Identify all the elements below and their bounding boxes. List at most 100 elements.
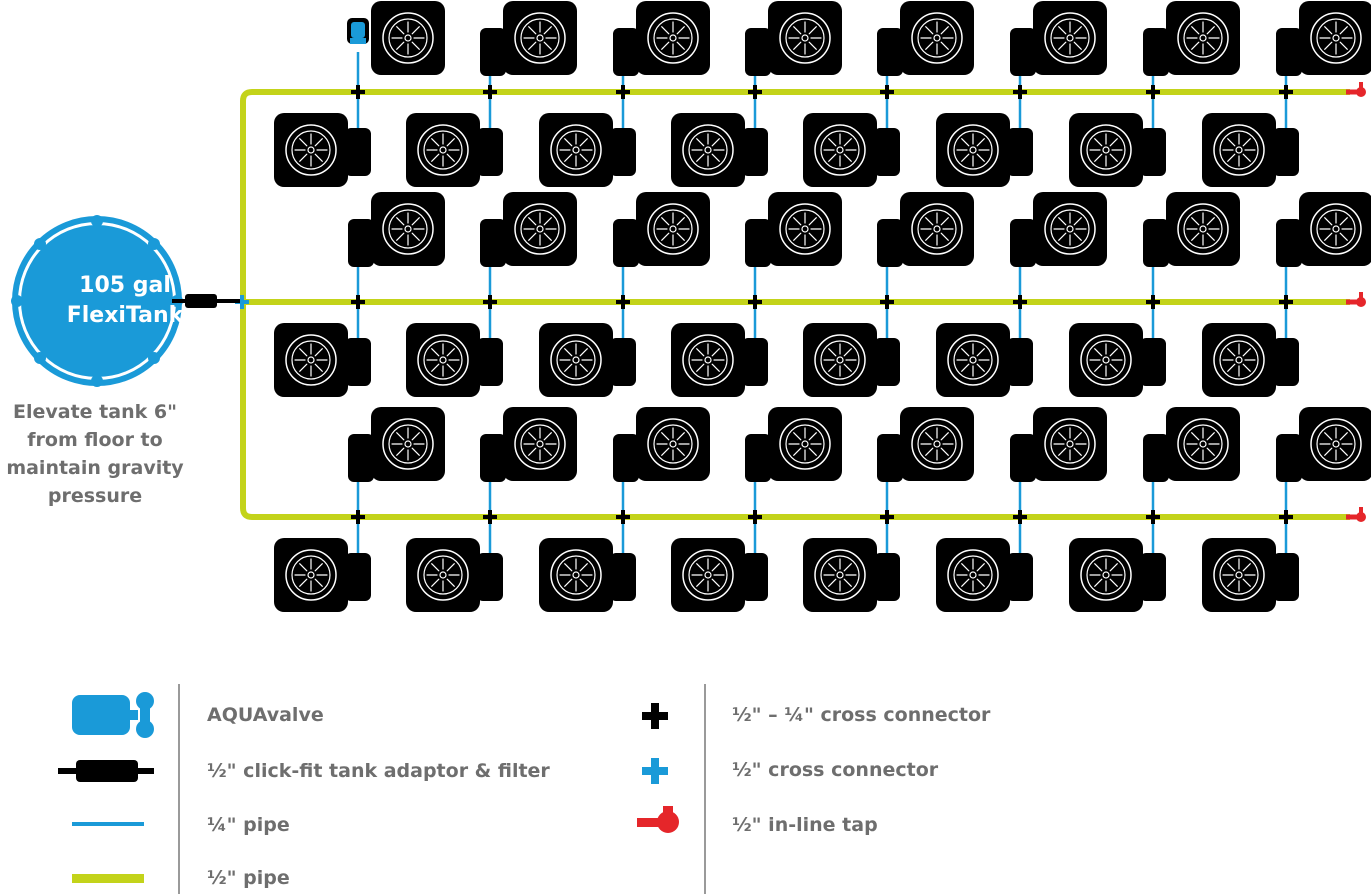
- pot-icon: [635, 191, 711, 267]
- pot: [1010, 406, 1108, 482]
- pot-drain: [745, 219, 771, 267]
- pot-icon: [767, 0, 843, 76]
- tank-name-label: FlexiTank: [66, 303, 184, 328]
- pot: [348, 191, 446, 267]
- pot-icon: [802, 537, 878, 613]
- pot-icon: [1165, 191, 1241, 267]
- legend-aquavalve-label: AQUAvalve: [207, 704, 324, 726]
- pot-icon: [370, 191, 446, 267]
- pot-icon: [502, 191, 578, 267]
- legend-divider: [704, 684, 706, 894]
- pot-drain: [742, 128, 768, 176]
- pot-drain: [1140, 553, 1166, 601]
- pot: [935, 112, 1033, 188]
- pot-icon: [767, 191, 843, 267]
- pot: [1276, 0, 1371, 76]
- pot: [613, 191, 711, 267]
- cross-connector-icon: [483, 510, 497, 524]
- cross-connector-icon: [1279, 85, 1293, 99]
- pot-icon: [1068, 112, 1144, 188]
- pot-grid: [273, 0, 1371, 613]
- pot-icon: [670, 537, 746, 613]
- pot-icon: [670, 112, 746, 188]
- pot-drain: [1007, 128, 1033, 176]
- pot: [877, 0, 975, 76]
- pot-icon: [370, 406, 446, 482]
- pot-drain: [610, 553, 636, 601]
- pot-icon: [502, 0, 578, 76]
- pot: [1143, 0, 1241, 76]
- pot: [370, 0, 446, 76]
- pot: [745, 0, 843, 76]
- pot: [802, 112, 900, 188]
- pot: [877, 406, 975, 482]
- cross-connector-black-icon: [642, 703, 668, 729]
- pot-icon: [1165, 406, 1241, 482]
- pot-drain: [1273, 128, 1299, 176]
- pot-icon: [538, 112, 614, 188]
- pot: [538, 322, 636, 398]
- quarter-pipe-icon: [72, 822, 144, 826]
- pot: [935, 537, 1033, 613]
- pot-drain: [874, 338, 900, 386]
- pot-drain: [1010, 28, 1036, 76]
- tank-adaptor-icon: [172, 294, 240, 308]
- pot: [745, 406, 843, 482]
- pot-icon: [670, 322, 746, 398]
- pot: [538, 537, 636, 613]
- pot-icon: [1165, 0, 1241, 76]
- cross-connector-icon: [880, 85, 894, 99]
- pot-icon: [1201, 322, 1277, 398]
- tank-elevation-note: Elevate tank 6" from floor to maintain g…: [0, 398, 190, 510]
- pot-drain: [613, 219, 639, 267]
- pot: [1068, 322, 1166, 398]
- flexitank: [11, 215, 183, 387]
- pot-drain: [874, 553, 900, 601]
- pot-icon: [1201, 537, 1277, 613]
- pot: [1143, 406, 1241, 482]
- half-pipe-icon: [72, 874, 144, 883]
- pot-drain: [1007, 338, 1033, 386]
- pot-icon: [1032, 406, 1108, 482]
- pot: [538, 112, 636, 188]
- cross-connector-icon: [748, 510, 762, 524]
- pot-drain: [1007, 553, 1033, 601]
- pot-icon: [767, 406, 843, 482]
- pot-icon: [935, 112, 1011, 188]
- pot-drain: [874, 128, 900, 176]
- cross-connector-icon: [1146, 85, 1160, 99]
- pot-icon: [935, 537, 1011, 613]
- pot-drain: [745, 434, 771, 482]
- pot-icon: [1298, 191, 1371, 267]
- cross-connector-icon: [351, 85, 365, 99]
- pot-drain: [477, 338, 503, 386]
- cross-connector-icon: [1013, 510, 1027, 524]
- pot-drain: [1276, 28, 1302, 76]
- pot: [670, 112, 768, 188]
- pot-drain: [477, 128, 503, 176]
- legend-quarter-pipe-label: ¼" pipe: [207, 814, 290, 836]
- pot: [1143, 191, 1241, 267]
- pot-icon: [405, 322, 481, 398]
- pot: [1276, 406, 1371, 482]
- legend-inline-tap-label: ½" in-line tap: [732, 814, 878, 836]
- cross-connector-icon: [483, 295, 497, 309]
- pot-drain: [477, 553, 503, 601]
- pot: [273, 322, 371, 398]
- cross-connector-icon: [748, 295, 762, 309]
- pot-drain: [348, 219, 374, 267]
- pot-icon: [538, 322, 614, 398]
- cross-connector-icon: [880, 510, 894, 524]
- pot-icon: [273, 112, 349, 188]
- pot: [273, 112, 371, 188]
- pot-icon: [635, 0, 711, 76]
- pipe-network: [235, 52, 1366, 557]
- aquavalve-icon: [347, 18, 369, 44]
- cross-connector-icon: [616, 295, 630, 309]
- pot-drain: [348, 434, 374, 482]
- aquavalve-base: [350, 38, 366, 44]
- tank-adaptor-legend-icon: [58, 760, 154, 782]
- pot: [1201, 537, 1299, 613]
- pot-drain: [345, 338, 371, 386]
- pot-drain: [877, 219, 903, 267]
